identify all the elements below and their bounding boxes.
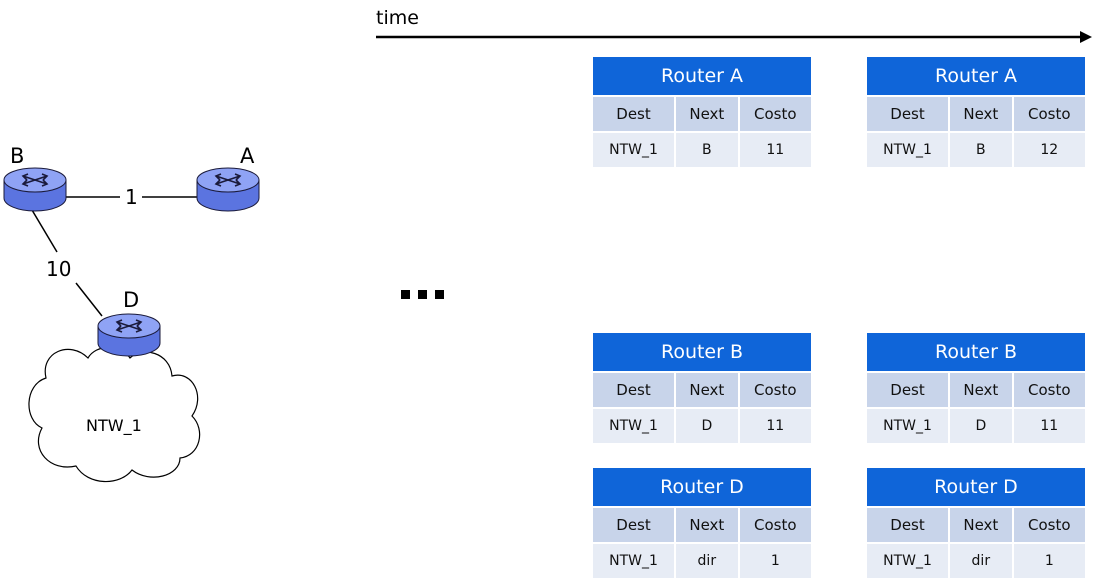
cell-next: B bbox=[674, 131, 740, 169]
table-row: NTW_1 D 11 bbox=[590, 407, 814, 445]
col-header-dest: Dest bbox=[864, 371, 951, 409]
cell-costo: 12 bbox=[1011, 131, 1088, 169]
col-header-costo: Costo bbox=[1011, 506, 1088, 544]
ellipsis-dot-2 bbox=[418, 290, 427, 299]
cell-costo: 11 bbox=[737, 131, 814, 169]
col-header-costo: Costo bbox=[737, 95, 814, 133]
router-a-arrows-icon bbox=[214, 173, 242, 187]
cell-next: D bbox=[948, 407, 1014, 445]
router-b: B bbox=[3, 144, 67, 212]
table-row: NTW_1 B 11 bbox=[590, 131, 814, 169]
col-header-dest: Dest bbox=[590, 506, 677, 544]
table-title: Router D bbox=[865, 466, 1087, 508]
table-title: Router D bbox=[591, 466, 813, 508]
col-header-costo: Costo bbox=[1011, 371, 1088, 409]
cell-dest: NTW_1 bbox=[864, 407, 951, 445]
timeline-label: time bbox=[376, 7, 419, 29]
ellipsis-dot-3 bbox=[435, 290, 444, 299]
cloud-shape bbox=[28, 346, 201, 483]
link-b-a-cost: 1 bbox=[125, 185, 138, 209]
col-header-costo: Costo bbox=[737, 371, 814, 409]
routing-table-router-a-t2: Router A Dest Next Costo NTW_1 B 12 bbox=[864, 55, 1088, 169]
network-label: NTW_1 bbox=[86, 416, 142, 436]
table-title: Router B bbox=[865, 331, 1087, 373]
cell-costo: 1 bbox=[737, 542, 814, 580]
cell-next: dir bbox=[674, 542, 740, 580]
cell-dest: NTW_1 bbox=[590, 131, 677, 169]
table-title: Router A bbox=[865, 55, 1087, 97]
link-b-d-upper bbox=[31, 209, 58, 253]
col-header-next: Next bbox=[674, 371, 740, 409]
ellipsis-dot-1 bbox=[401, 290, 410, 299]
col-header-next: Next bbox=[674, 506, 740, 544]
cell-dest: NTW_1 bbox=[590, 407, 677, 445]
network-cloud: NTW_1 bbox=[28, 346, 201, 483]
table-row: NTW_1 dir 1 bbox=[590, 542, 814, 580]
col-header-dest: Dest bbox=[864, 506, 951, 544]
router-a: A bbox=[196, 144, 260, 212]
routing-table-router-d-t2: Router D Dest Next Costo NTW_1 dir 1 bbox=[864, 466, 1088, 580]
table-title: Router B bbox=[591, 331, 813, 373]
routing-table-router-b-t2: Router B Dest Next Costo NTW_1 D 11 bbox=[864, 331, 1088, 445]
cell-dest: NTW_1 bbox=[864, 131, 951, 169]
cell-dest: NTW_1 bbox=[590, 542, 677, 580]
cell-costo: 11 bbox=[1011, 407, 1088, 445]
cell-next: dir bbox=[948, 542, 1014, 580]
table-row: NTW_1 D 11 bbox=[864, 407, 1088, 445]
col-header-dest: Dest bbox=[864, 95, 951, 133]
cell-costo: 1 bbox=[1011, 542, 1088, 580]
timeline: time bbox=[376, 7, 1092, 43]
routing-table-router-b-t1: Router B Dest Next Costo NTW_1 D 11 bbox=[590, 331, 814, 445]
router-b-label: B bbox=[10, 144, 24, 168]
col-header-dest: Dest bbox=[590, 95, 677, 133]
link-b-d-lower bbox=[75, 282, 103, 317]
cell-dest: NTW_1 bbox=[864, 542, 951, 580]
col-header-costo: Costo bbox=[737, 506, 814, 544]
col-header-costo: Costo bbox=[1011, 95, 1088, 133]
router-d-label: D bbox=[123, 288, 139, 312]
cell-next: B bbox=[948, 131, 1014, 169]
col-header-next: Next bbox=[948, 371, 1014, 409]
col-header-dest: Dest bbox=[590, 371, 677, 409]
routing-table-router-d-t1: Router D Dest Next Costo NTW_1 dir 1 bbox=[590, 466, 814, 580]
links: 1 10 bbox=[31, 185, 197, 317]
table-title: Router A bbox=[591, 55, 813, 97]
router-a-label: A bbox=[240, 144, 255, 168]
table-row: NTW_1 dir 1 bbox=[864, 542, 1088, 580]
timeline-arrowhead bbox=[1080, 31, 1092, 43]
cell-costo: 11 bbox=[737, 407, 814, 445]
col-header-next: Next bbox=[948, 506, 1014, 544]
router-b-arrows-icon bbox=[21, 173, 49, 187]
ellipsis bbox=[401, 290, 444, 299]
routing-table-router-a-t1: Router A Dest Next Costo NTW_1 B 11 bbox=[590, 55, 814, 169]
cell-next: D bbox=[674, 407, 740, 445]
col-header-next: Next bbox=[674, 95, 740, 133]
col-header-next: Next bbox=[948, 95, 1014, 133]
router-d: D bbox=[97, 288, 161, 357]
table-row: NTW_1 B 12 bbox=[864, 131, 1088, 169]
router-d-arrows-icon bbox=[115, 319, 143, 333]
link-b-d-cost: 10 bbox=[46, 257, 71, 281]
